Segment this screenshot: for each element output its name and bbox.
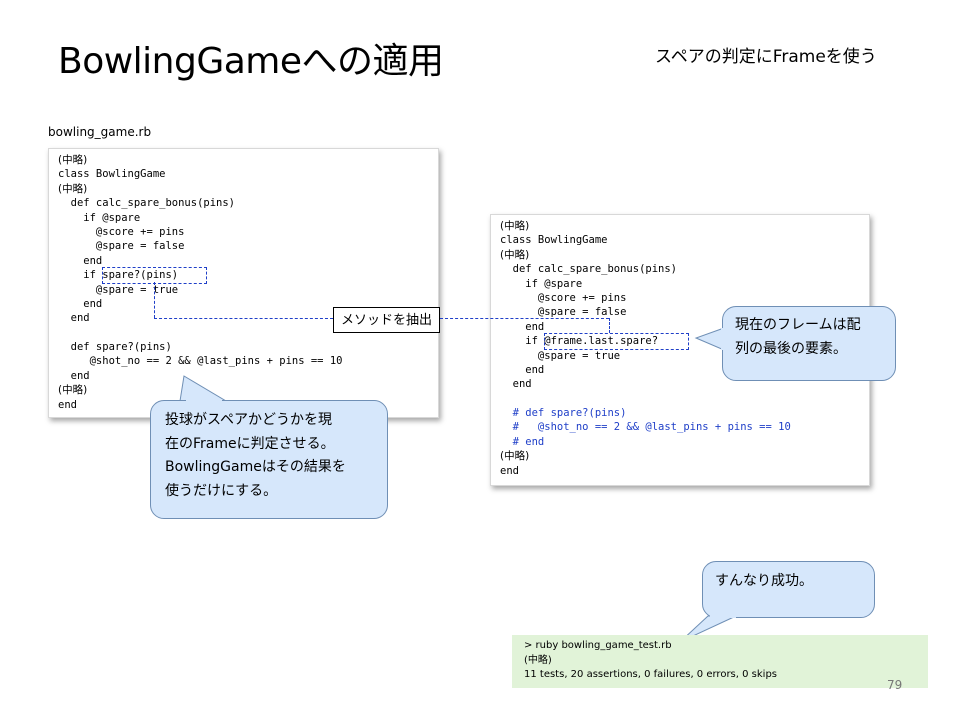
code-line: if @spare: [58, 211, 141, 224]
commented-code-line: # end: [500, 435, 545, 448]
connector-line: [609, 318, 610, 333]
code-line: [500, 392, 869, 406]
callout-bottom: すんなり成功。: [702, 561, 875, 618]
code-line: def calc_spare_bonus(pins): [58, 197, 236, 210]
code-line: (中略): [58, 154, 88, 166]
code-line: if @spare: [500, 277, 583, 290]
code-line: if spare?(pins): [58, 269, 179, 282]
code-line: end: [500, 464, 519, 477]
code-line: if @frame.last.spare?: [500, 335, 659, 348]
callout-text: すんなり成功。: [715, 573, 813, 589]
code-line: (中略): [500, 450, 530, 463]
tail-joint: [721, 328, 724, 350]
tail-joint: [186, 400, 222, 403]
code-line: class BowlingGame: [58, 168, 166, 181]
code-line: def calc_spare_bonus(pins): [500, 263, 678, 276]
code-line: end: [500, 378, 532, 391]
file-name-label: bowling_game.rb: [48, 125, 152, 139]
code-line: end: [58, 398, 77, 411]
connector-line: [440, 318, 609, 319]
code-line: end: [58, 254, 103, 267]
code-line: (中略): [500, 220, 530, 232]
code-line: @spare = false: [58, 240, 185, 253]
code-line: end: [500, 320, 545, 333]
callout-text: 列の最後の要素。: [735, 340, 847, 357]
callout-text: 在のFrameに判定させる。: [165, 435, 335, 452]
code-line: class BowlingGame: [500, 234, 608, 247]
callout-text: 現在のフレームは配: [735, 317, 861, 333]
callout-left: 投球がスペアかどうかを現 在のFrameに判定させる。 BowlingGameは…: [150, 400, 388, 519]
slide-title: BowlingGameへの適用: [58, 41, 444, 82]
code-line: (中略): [58, 182, 88, 195]
code-line: (中略): [500, 248, 530, 261]
commented-code-line: # def spare?(pins): [500, 407, 627, 420]
code-line: end: [58, 369, 90, 382]
code-line: end: [500, 363, 545, 376]
code-line: end: [58, 312, 90, 325]
commented-code-line: # @shot_no == 2 && @last_pins + pins == …: [500, 421, 791, 434]
callout-text: BowlingGameはその結果を: [165, 459, 346, 475]
code-line: @spare = true: [500, 349, 621, 362]
code-line: @score += pins: [58, 225, 185, 238]
slide-subtitle: スペアの判定にFrameを使う: [655, 47, 877, 67]
callout-right: 現在のフレームは配 列の最後の要素。: [722, 306, 896, 381]
connector-line: [154, 318, 333, 319]
code-line: @shot_no == 2 && @last_pins + pins == 10: [58, 355, 343, 368]
extract-method-label: メソッドを抽出: [333, 307, 440, 333]
console-omitted: (中略): [524, 654, 552, 666]
code-line: (中略): [58, 384, 88, 397]
code-line: @spare = true: [58, 283, 179, 296]
code-line: @spare = false: [500, 306, 627, 319]
test-console-output: > ruby bowling_game_test.rb (中略) 11 test…: [512, 635, 928, 688]
console-command: > ruby bowling_game_test.rb: [524, 640, 672, 651]
code-line: end: [58, 297, 103, 310]
console-result: 11 tests, 20 assertions, 0 failures, 0 e…: [524, 669, 778, 680]
tail-joint: [710, 615, 736, 618]
callout-text: 使うだけにする。: [165, 482, 278, 499]
callout-text: 投球がスペアかどうかを現: [165, 412, 333, 428]
code-line: def spare?(pins): [58, 341, 172, 354]
page-number: 79: [887, 678, 903, 692]
connector-line: [154, 282, 155, 318]
code-line: @score += pins: [500, 291, 627, 304]
frame-spare-highlight: [544, 333, 689, 350]
